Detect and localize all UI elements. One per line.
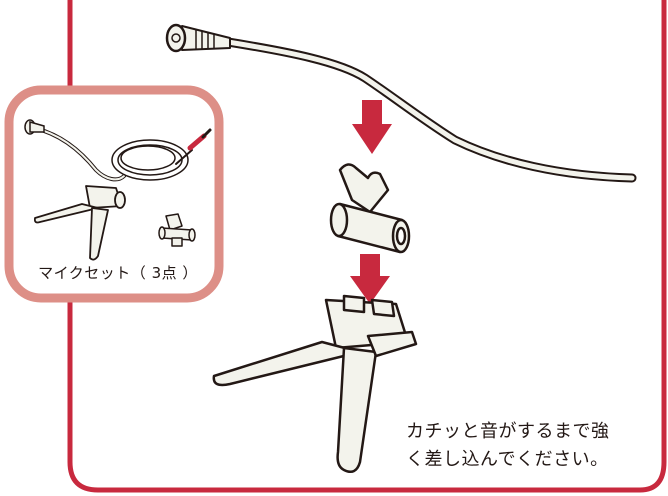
inset-clip-icon xyxy=(158,213,196,247)
down-arrow-bottom xyxy=(350,254,390,304)
main-frame xyxy=(67,0,667,493)
instruction-line-1: カチッと音がするまで強 xyxy=(406,421,610,442)
mic-body xyxy=(181,25,231,51)
instruction-text: カチッと音がするまで強 く差し込んでください。 xyxy=(406,418,656,474)
inset-microphone-icon xyxy=(24,119,212,182)
clip-holder xyxy=(329,163,411,254)
inset-label: マイクセット（ 3点 ） xyxy=(38,264,198,282)
mic-head xyxy=(165,23,187,53)
down-arrow-top xyxy=(352,100,392,154)
mic-stand xyxy=(212,294,418,473)
inset-stand-icon xyxy=(33,185,126,261)
microphone-illustration xyxy=(165,23,637,183)
gooseneck-cable xyxy=(223,37,637,183)
instruction-line-2: く差し込んでください。 xyxy=(406,449,609,470)
